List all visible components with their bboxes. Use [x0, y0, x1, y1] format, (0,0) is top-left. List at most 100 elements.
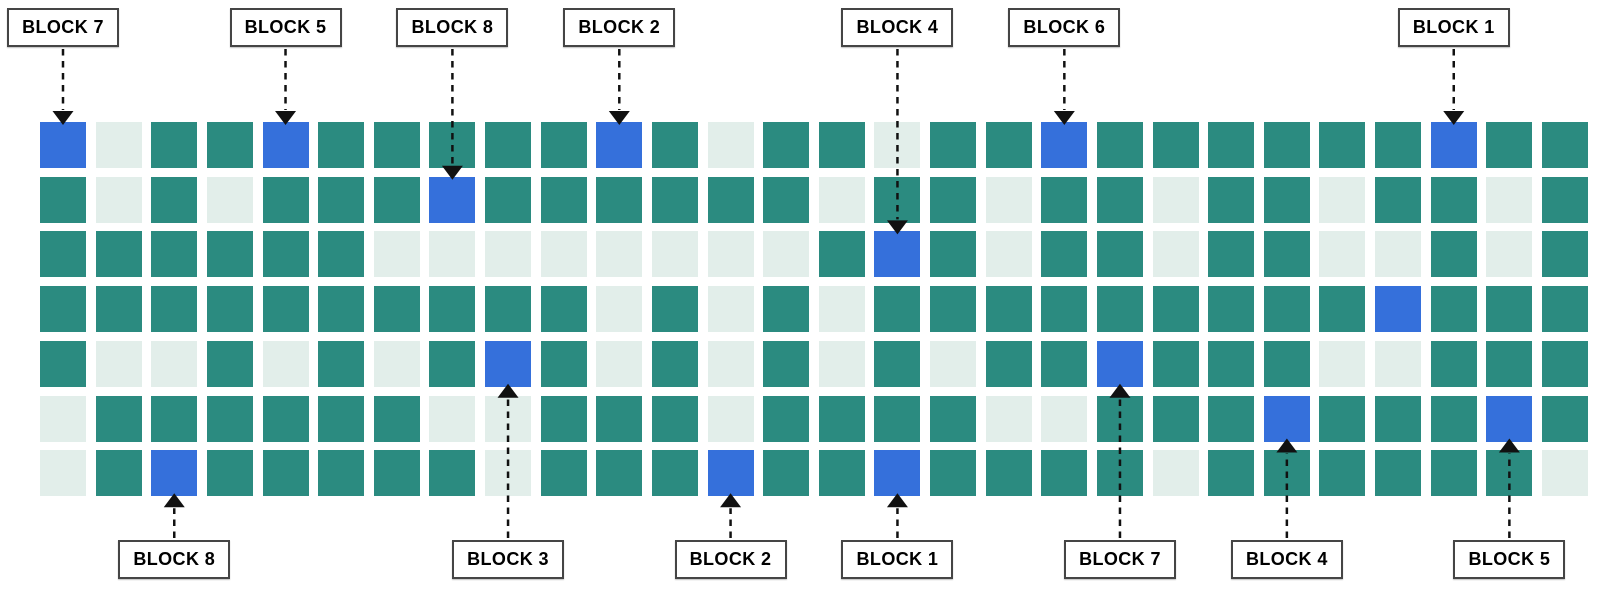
- grid-cell-teal: [1542, 176, 1588, 223]
- grid-cell-teal: [373, 286, 420, 333]
- grid-cell-light: [707, 395, 754, 442]
- grid-cell-teal: [707, 176, 754, 223]
- grid-cell-blue: [1041, 122, 1088, 168]
- grid-cell-teal: [318, 176, 365, 223]
- grid-cell-teal: [373, 176, 420, 223]
- grid-cell-teal: [540, 176, 587, 223]
- grid-cell-light: [40, 395, 86, 442]
- grid-cell-light: [206, 176, 253, 223]
- grid-cell-teal: [429, 286, 476, 333]
- grid-cell-teal: [151, 176, 198, 223]
- grid-cell-light: [1152, 231, 1199, 278]
- grid-cell-light: [596, 340, 643, 387]
- label-top-block-4: BLOCK 4: [841, 8, 954, 47]
- grid-cell-teal: [1375, 395, 1422, 442]
- grid-cell-light: [985, 231, 1032, 278]
- grid-cell-light: [485, 231, 532, 278]
- grid-cell-teal: [95, 395, 142, 442]
- grid-cell-teal: [1096, 176, 1143, 223]
- grid-cell-teal: [1041, 231, 1088, 278]
- grid-cell-light: [95, 340, 142, 387]
- grid-cell-light: [596, 231, 643, 278]
- grid-cell-teal: [151, 122, 198, 168]
- label-bottom-block-4: BLOCK 4: [1230, 540, 1343, 579]
- grid-cell-teal: [763, 176, 810, 223]
- grid-cell-teal: [1430, 450, 1477, 497]
- grid-cell-blue: [40, 122, 86, 168]
- grid-cell-teal: [318, 231, 365, 278]
- grid-cell-teal: [1096, 231, 1143, 278]
- grid-cell-teal: [206, 395, 253, 442]
- grid-cell-blue: [429, 176, 476, 223]
- grid-cell-teal: [318, 395, 365, 442]
- grid-cell-teal: [1263, 286, 1310, 333]
- grid-cell-blue: [874, 231, 921, 278]
- grid-cell-light: [985, 176, 1032, 223]
- grid-cell-teal: [763, 340, 810, 387]
- grid-cell-light: [1041, 395, 1088, 442]
- grid-cell-teal: [651, 176, 698, 223]
- grid-cell-light: [540, 231, 587, 278]
- grid-cell-teal: [1542, 231, 1588, 278]
- grid-cell-teal: [1041, 340, 1088, 387]
- grid-cell-blue: [1096, 340, 1143, 387]
- label-top-block-5: BLOCK 5: [229, 8, 342, 47]
- grid-cell-teal: [1319, 122, 1366, 168]
- grid-cell-light: [707, 122, 754, 168]
- grid-cell-teal: [985, 340, 1032, 387]
- grid-cell-teal: [930, 122, 977, 168]
- grid-cell-light: [151, 340, 198, 387]
- grid-cell-teal: [262, 286, 309, 333]
- grid-cell-light: [707, 286, 754, 333]
- grid-cell-teal: [1486, 286, 1533, 333]
- grid-cell-teal: [1041, 286, 1088, 333]
- grid-cell-light: [818, 340, 865, 387]
- grid-cell-teal: [318, 286, 365, 333]
- grid-cell-teal: [1486, 122, 1533, 168]
- grid-cell-teal: [206, 286, 253, 333]
- label-top-block-7: BLOCK 7: [7, 8, 119, 47]
- grid-cell-teal: [596, 395, 643, 442]
- grid-cell-teal: [206, 450, 253, 497]
- grid-cell-teal: [1208, 176, 1255, 223]
- grid-cell-teal: [651, 286, 698, 333]
- grid-cell-teal: [874, 340, 921, 387]
- grid-cell-light: [1375, 231, 1422, 278]
- grid-cell-teal: [651, 340, 698, 387]
- grid-cell-blue: [1430, 122, 1477, 168]
- grid-cell-teal: [318, 340, 365, 387]
- grid-cell-teal: [485, 122, 532, 168]
- grid-cell-teal: [40, 176, 86, 223]
- grid-cell-teal: [1486, 450, 1533, 497]
- grid-cell-light: [1375, 340, 1422, 387]
- grid-cell-teal: [763, 122, 810, 168]
- grid-cell-teal: [763, 450, 810, 497]
- grid-cell-blue: [707, 450, 754, 497]
- label-bottom-block-7: BLOCK 7: [1063, 540, 1176, 579]
- grid-cell-light: [429, 231, 476, 278]
- grid-cell-teal: [1208, 286, 1255, 333]
- grid-cell-teal: [1096, 286, 1143, 333]
- grid-cell-teal: [373, 395, 420, 442]
- grid-cell-teal: [151, 395, 198, 442]
- grid-cell-teal: [1208, 395, 1255, 442]
- grid-cell-teal: [540, 450, 587, 497]
- grid-cell-teal: [540, 286, 587, 333]
- grid-cell-teal: [1430, 176, 1477, 223]
- grid-cell-teal: [818, 450, 865, 497]
- grid-cell-teal: [1152, 122, 1199, 168]
- grid-cell-teal: [206, 340, 253, 387]
- grid-cell-teal: [930, 395, 977, 442]
- grid-cell-light: [985, 395, 1032, 442]
- grid-cell-light: [1319, 231, 1366, 278]
- grid-cell-light: [1152, 450, 1199, 497]
- grid-cell-teal: [818, 122, 865, 168]
- grid-cell-light: [1486, 231, 1533, 278]
- grid-cell-light: [95, 176, 142, 223]
- label-top-block-2: BLOCK 2: [563, 8, 676, 47]
- grid-cell-teal: [1375, 450, 1422, 497]
- grid-cell-teal: [262, 395, 309, 442]
- grid-cell-teal: [1319, 286, 1366, 333]
- grid-cell-light: [1319, 176, 1366, 223]
